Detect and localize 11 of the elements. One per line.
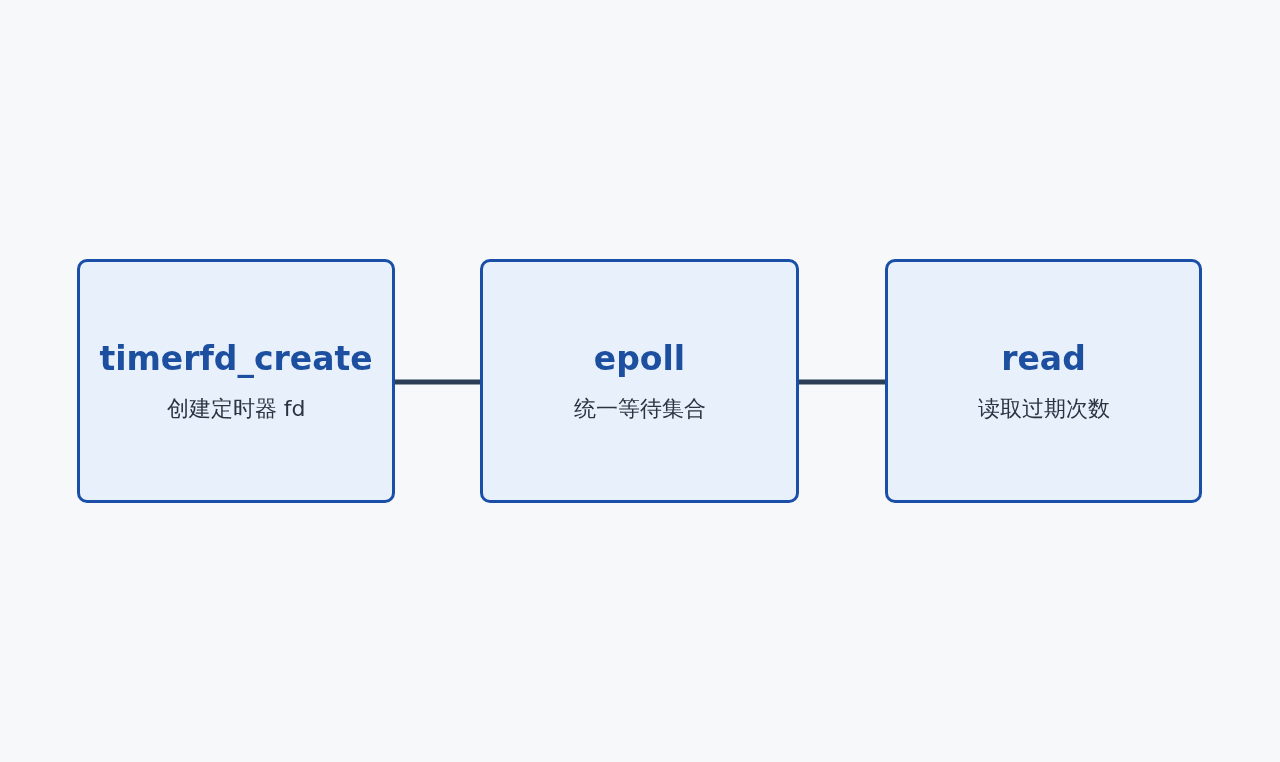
node-description: 统一等待集合 xyxy=(573,394,706,423)
process-box xyxy=(480,259,799,503)
connector-line xyxy=(799,379,885,385)
node-description: 创建定时器 fd xyxy=(166,394,306,423)
process-box xyxy=(885,259,1202,503)
process-box xyxy=(77,259,395,503)
connector-line xyxy=(395,379,480,385)
node-title: epoll xyxy=(593,338,686,378)
node-description: 读取过期次数 xyxy=(977,394,1110,423)
node-title: read xyxy=(1001,338,1086,378)
node-title: timerfd_create xyxy=(99,338,373,378)
